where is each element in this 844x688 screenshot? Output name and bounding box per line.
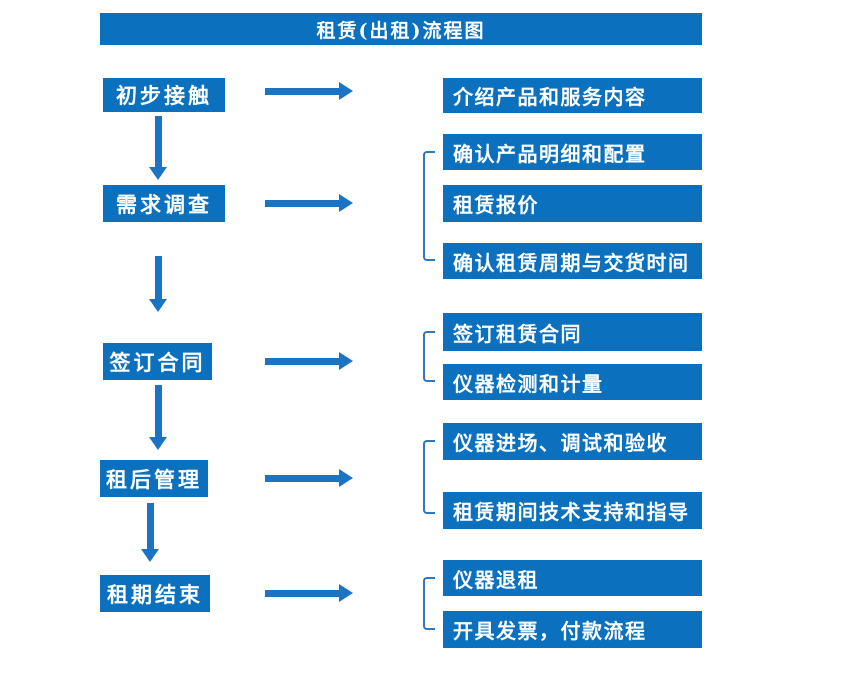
group-bracket	[423, 331, 435, 382]
detail-box: 确认租赁周期与交货时间	[443, 243, 702, 279]
step-box-demand-survey: 需求调查	[103, 185, 225, 222]
detail-box: 租赁报价	[443, 185, 702, 222]
page-title: 租赁(出租)流程图	[100, 13, 702, 45]
right-arrow-icon	[265, 469, 353, 487]
detail-box: 开具发票，付款流程	[443, 611, 702, 648]
step-box-sign-contract: 签订合同	[103, 343, 212, 380]
group-bracket	[423, 577, 435, 630]
right-arrow-icon	[265, 584, 353, 602]
detail-box: 签订租赁合同	[443, 313, 702, 351]
step-box-post-rental-management: 租后管理	[100, 460, 208, 497]
right-arrow-icon	[265, 352, 353, 370]
right-arrow-icon	[265, 194, 353, 212]
detail-box: 确认产品明细和配置	[443, 134, 702, 170]
down-arrow-icon	[141, 503, 159, 562]
detail-box: 介绍产品和服务内容	[443, 78, 702, 113]
detail-box: 仪器进场、调试和验收	[443, 423, 702, 460]
step-box-initial-contact: 初步接触	[103, 78, 225, 112]
group-bracket	[423, 440, 435, 514]
detail-box: 仪器退租	[443, 560, 702, 596]
right-arrow-icon	[265, 82, 353, 100]
down-arrow-icon	[149, 256, 167, 312]
group-bracket	[423, 151, 435, 261]
down-arrow-icon	[149, 385, 167, 450]
detail-box: 仪器检测和计量	[443, 364, 702, 400]
step-box-lease-end: 租期结束	[100, 575, 210, 612]
detail-box: 租赁期间技术支持和指导	[443, 492, 702, 529]
down-arrow-icon	[149, 116, 167, 180]
